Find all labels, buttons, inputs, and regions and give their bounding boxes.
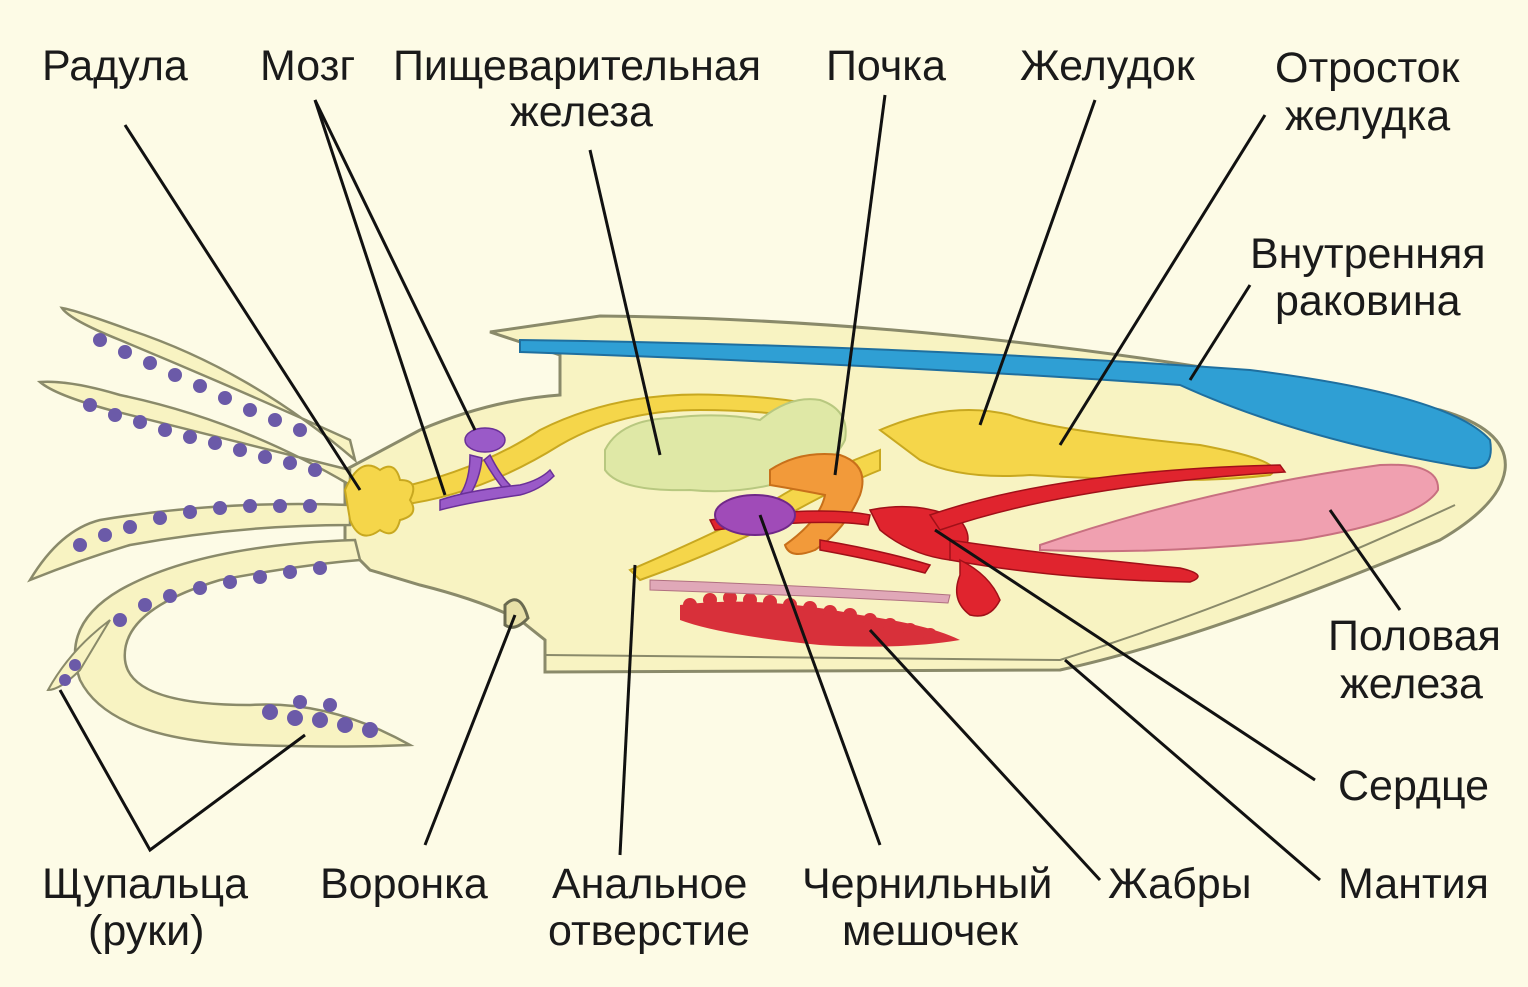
label-gonad-line2: железа	[1340, 660, 1483, 708]
label-inner-shell-line1: Внутренняя	[1250, 230, 1486, 278]
label-ink-sac-line2: мешочек	[842, 907, 1019, 955]
label-kidney: Почка	[826, 42, 946, 90]
label-brain: Мозг	[260, 42, 355, 90]
label-ink-sac-line1: Чернильный	[802, 860, 1052, 908]
label-radula: Радула	[42, 42, 188, 90]
label-gonad-line1: Половая	[1328, 612, 1501, 660]
label-stomach-process-line2: желудка	[1285, 92, 1450, 140]
label-gills: Жабры	[1108, 860, 1252, 908]
label-funnel: Воронка	[320, 860, 488, 908]
label-stomach-process-line1: Отросток	[1275, 44, 1461, 92]
label-digestive-gland-line1: Пищеварительная	[393, 42, 761, 90]
label-stomach: Желудок	[1020, 42, 1196, 90]
label-inner-shell-line2: раковина	[1275, 277, 1461, 325]
label-tentacles-line1: Щупальца	[42, 860, 248, 908]
label-anus-line1: Анальное	[552, 860, 747, 908]
label-heart: Сердце	[1338, 762, 1489, 810]
label-tentacles-line2: (руки)	[88, 907, 204, 955]
ink-sac-organ	[715, 495, 795, 535]
label-digestive-gland-line2: железа	[510, 88, 653, 136]
label-anus-line2: отверстие	[548, 907, 750, 955]
label-mantle: Мантия	[1338, 860, 1489, 908]
